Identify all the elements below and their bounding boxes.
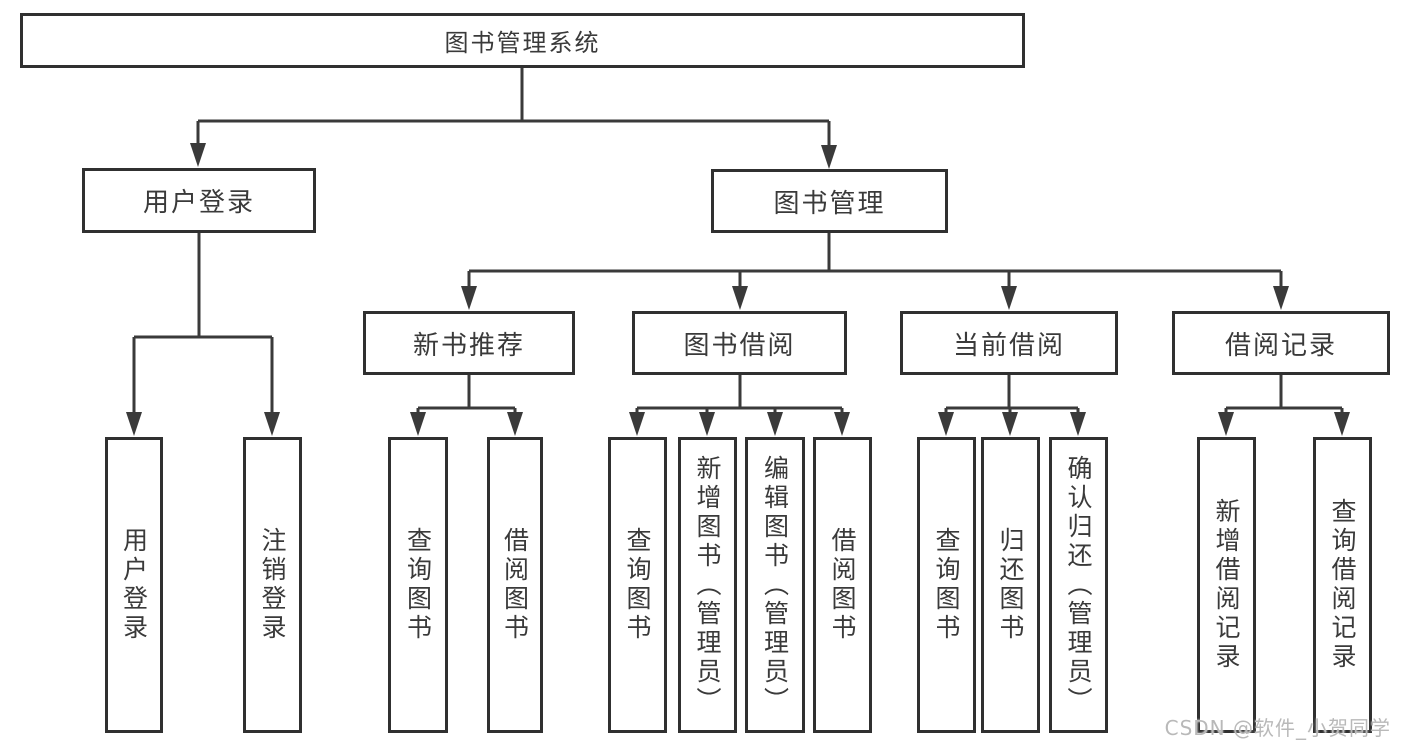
node-label: 图书管理系统: [444, 29, 601, 57]
arrowhead-icon: [1218, 412, 1234, 436]
node-label: 借阅记录: [1224, 330, 1337, 361]
leaf-edit-books-admin: 编辑图书（管理员）: [745, 437, 805, 733]
arrowhead-icon: [938, 412, 954, 436]
arrowhead-icon: [1001, 286, 1017, 310]
node-user-login: 用户登录: [82, 168, 316, 233]
node-label: 查询图书: [623, 527, 652, 643]
connector-root-to-level1: [196, 68, 831, 162]
arrowhead-icon: [1273, 286, 1289, 310]
leaf-borrow-books-recommend: 借阅图书: [487, 437, 543, 733]
connector-book-mgmt-to-level2: [467, 233, 1283, 304]
arrowhead-icon: [190, 143, 206, 167]
leaf-query-books-recommend: 查询图书: [388, 437, 448, 733]
arrowhead-icon: [264, 412, 280, 436]
connector-borrow-records-to-leaves: [1224, 375, 1344, 430]
node-label: 用户登录: [119, 527, 149, 643]
arrowhead-icon: [507, 412, 523, 436]
node-label: 借阅图书: [828, 527, 857, 643]
node-label: 确认归还（管理员）: [1064, 454, 1093, 716]
node-label: 新增借阅记录: [1212, 498, 1241, 672]
arrowhead-icon: [1070, 412, 1086, 436]
arrowhead-icon: [1002, 412, 1018, 436]
node-label: 当前借阅: [952, 330, 1065, 361]
arrowhead-icon: [126, 412, 142, 436]
arrowhead-icon: [1334, 412, 1350, 436]
arrowhead-icon: [699, 412, 715, 436]
node-library-management-system: 图书管理系统: [20, 13, 1025, 68]
leaf-query-books: 查询图书: [608, 437, 667, 733]
arrowhead-icon: [767, 412, 783, 436]
arrowheads: [126, 143, 1350, 436]
leaf-query-borrow-record: 查询借阅记录: [1313, 437, 1372, 733]
node-label: 新增图书（管理员）: [693, 454, 722, 716]
arrowhead-icon: [834, 412, 850, 436]
node-label: 查询图书: [932, 527, 961, 643]
node-new-book-recommendation: 新书推荐: [363, 311, 575, 375]
node-label: 编辑图书（管理员）: [760, 454, 790, 716]
leaf-return-books: 归还图书: [981, 437, 1040, 733]
leaf-query-books-current: 查询图书: [917, 437, 976, 733]
connector-book-borrow-to-leaves: [635, 375, 844, 430]
node-book-management: 图书管理: [711, 169, 948, 233]
connector-user-login-to-leaves: [132, 233, 274, 430]
leaf-add-books-admin: 新增图书（管理员）: [678, 437, 737, 733]
connector-new-book-rec-to-leaves: [416, 375, 517, 430]
node-label: 用户登录: [142, 188, 255, 218]
node-label: 查询图书: [403, 527, 433, 643]
arrowhead-icon: [461, 286, 477, 310]
node-label: 查询借阅记录: [1328, 498, 1357, 672]
node-label: 归还图书: [996, 527, 1025, 643]
arrowhead-icon: [410, 412, 426, 436]
leaf-logout: 注销登录: [243, 437, 302, 733]
csdn-watermark: CSDN @软件_小贺同学: [1164, 716, 1391, 740]
node-label: 新书推荐: [412, 330, 525, 361]
node-label: 注销登录: [258, 527, 287, 643]
node-label: 借阅图书: [500, 527, 530, 643]
leaf-add-borrow-record: 新增借阅记录: [1197, 437, 1256, 733]
node-label: 图书管理: [773, 188, 886, 219]
node-borrowing-records: 借阅记录: [1172, 311, 1390, 375]
node-current-borrowing: 当前借阅: [900, 311, 1118, 375]
arrowhead-icon: [732, 286, 748, 310]
leaf-user-login: 用户登录: [105, 437, 163, 733]
leaf-confirm-return-admin: 确认归还（管理员）: [1049, 437, 1108, 733]
arrowhead-icon: [629, 412, 645, 436]
arrowhead-icon: [821, 145, 837, 169]
leaf-borrow-books: 借阅图书: [813, 437, 872, 733]
node-book-borrowing: 图书借阅: [632, 311, 847, 375]
node-label: 图书借阅: [683, 330, 796, 361]
